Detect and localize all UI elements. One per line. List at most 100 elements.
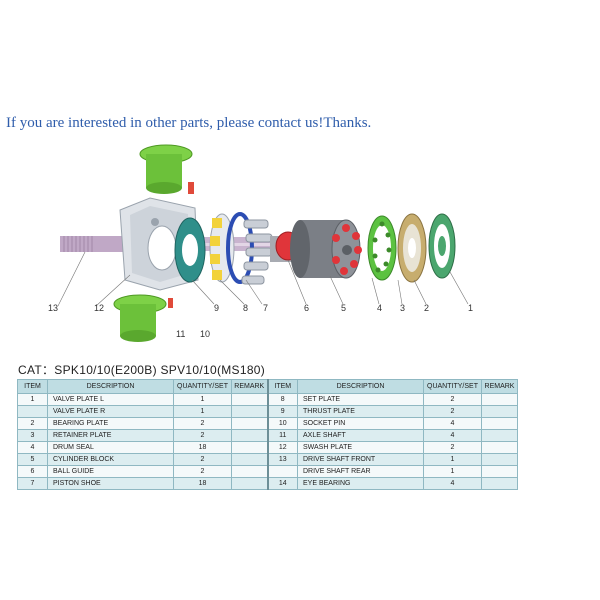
header-description: DESCRIPTION [47,379,174,394]
table-row: 7 PISTON SHOE 18 14 EYE BEARING 4 [17,477,518,490]
cell-remark [231,465,268,478]
cell-remark [231,405,268,418]
cell-quantity: 1 [423,453,482,466]
cell-item: 9 [266,405,298,418]
callout-4: 4 [377,303,382,313]
cell-remark [231,393,268,406]
cell-description: EYE BEARING [297,477,424,490]
cell-remark [231,429,268,442]
callout-9: 9 [214,303,219,313]
cell-remark [481,405,518,418]
cell-description: RETAINER PLATE [47,429,174,442]
cell-item: 7 [17,477,48,490]
callout-leader-lines [57,251,469,307]
table-row: 5 CYLINDER BLOCK 2 13 DRIVE SHAFT FRONT … [17,453,518,466]
table-row: 6 BALL GUIDE 2 DRIVE SHAFT REAR 1 [17,465,518,478]
cell-remark [481,477,518,490]
cell-description: PISTON SHOE [47,477,174,490]
contact-notice: If you are interested in other parts, pl… [6,115,372,131]
callout-12: 12 [94,303,104,313]
table-row: 1 VALVE PLATE L 1 8 SET PLATE 2 [17,393,518,406]
cell-item [266,465,298,478]
cell-description: BEARING PLATE [47,417,174,430]
cell-quantity: 2 [173,429,232,442]
cell-quantity: 4 [423,429,482,442]
cell-remark [481,441,518,454]
cell-remark [231,477,268,490]
cell-item: 2 [17,417,48,430]
cell-description: SOCKET PIN [297,417,424,430]
cell-item: 1 [17,393,48,406]
cell-description: BALL GUIDE [47,465,174,478]
piston-shoe-cluster-part [209,212,273,285]
cell-quantity: 18 [173,441,232,454]
cell-remark [481,417,518,430]
header-quantity: QUANTITY/SET [173,379,232,394]
cell-item: 3 [17,429,48,442]
callout-7: 7 [263,303,268,313]
cell-description: DRIVE SHAFT FRONT [297,453,424,466]
table-row: VALVE PLATE R 1 9 THRUST PLATE 2 [17,405,518,418]
cell-description: CYLINDER BLOCK [47,453,174,466]
cell-description: SWASH PLATE [297,441,424,454]
table-header-row: ITEM DESCRIPTION QUANTITY/SET REMARK ITE… [17,379,518,394]
cell-quantity: 1 [173,405,232,418]
cell-remark [481,465,518,478]
cell-quantity: 2 [173,465,232,478]
cell-description: DRIVE SHAFT REAR [297,465,424,478]
cell-item: 5 [17,453,48,466]
exploded-pump-diagram: 13 12 9 8 7 6 5 4 3 2 1 11 10 [48,144,473,342]
cell-quantity: 2 [423,393,482,406]
header-remark: REMARK [231,379,268,394]
cell-quantity: 1 [173,393,232,406]
callout-11: 11 [176,329,185,339]
parts-table: ITEM DESCRIPTION QUANTITY/SET REMARK ITE… [17,379,518,490]
cell-remark [481,453,518,466]
cell-item: 12 [266,441,298,454]
thrust-plate-part [174,217,206,283]
cell-quantity: 4 [423,477,482,490]
cylinder-block-part [290,219,362,279]
cell-description: SET PLATE [297,393,424,406]
callout-8: 8 [243,303,248,313]
cell-item: 13 [266,453,298,466]
cell-quantity: 2 [423,405,482,418]
cell-description: VALVE PLATE L [47,393,174,406]
cell-remark [481,393,518,406]
cell-item: 10 [266,417,298,430]
cell-quantity: 2 [423,441,482,454]
valve-plate-right-part [428,213,456,279]
header-description: DESCRIPTION [297,379,424,394]
socket-pin-bottom-part [168,298,173,308]
cell-quantity: 1 [423,465,482,478]
cell-item: 8 [266,393,298,406]
table-row: 3 RETAINER PLATE 2 11 AXLE SHAFT 4 [17,429,518,442]
cell-quantity: 2 [173,417,232,430]
callout-3: 3 [400,303,405,313]
callout-10: 10 [200,329,210,339]
catalog-title: CAT：SPK10/10(E200B) SPV10/10(MS180) [18,363,266,377]
cell-description: AXLE SHAFT [297,429,424,442]
header-item: ITEM [17,379,48,394]
cell-quantity: 4 [423,417,482,430]
table-row: 2 BEARING PLATE 2 10 SOCKET PIN 4 [17,417,518,430]
eye-bearing-bottom-part [113,294,167,342]
cell-item [17,405,48,418]
cell-quantity: 18 [173,477,232,490]
cell-item: 4 [17,441,48,454]
header-quantity: QUANTITY/SET [423,379,482,394]
cell-remark [231,441,268,454]
cell-quantity: 2 [173,453,232,466]
retainer-plate-part [397,213,427,283]
callout-13: 13 [48,303,58,313]
cell-remark [231,453,268,466]
cell-item: 14 [266,477,298,490]
cell-description: THRUST PLATE [297,405,424,418]
callout-1: 1 [468,303,473,313]
cell-description: DRUM SEAL [47,441,174,454]
cell-item: 6 [17,465,48,478]
eye-bearing-top-part [139,144,193,194]
callout-5: 5 [341,303,346,313]
socket-pin-top-part [188,182,194,194]
cell-remark [481,429,518,442]
